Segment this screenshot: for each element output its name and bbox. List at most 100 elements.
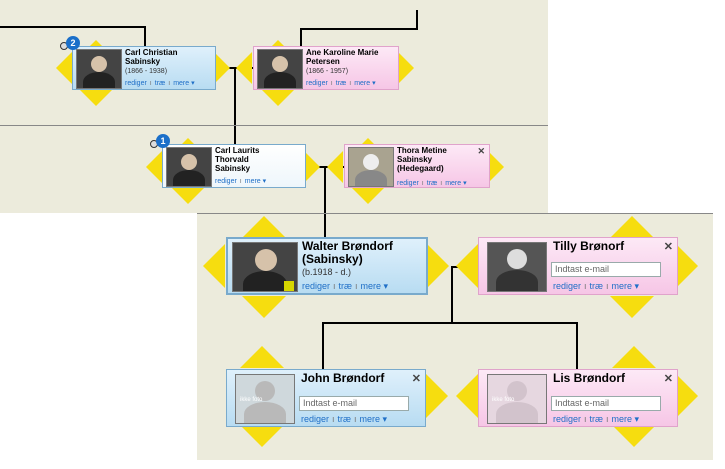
expand-right-arrow[interactable] xyxy=(488,151,504,183)
expand-up-arrow[interactable] xyxy=(240,346,284,368)
expand-right-arrow[interactable] xyxy=(676,244,698,288)
expand-right-arrow[interactable] xyxy=(214,52,230,84)
person-card-walter[interactable]: Walter Brøndorf (Sabinsky) (b.1918 - d.)… xyxy=(226,237,428,295)
tree-link[interactable]: træ xyxy=(337,414,352,424)
close-icon[interactable]: ✕ xyxy=(477,146,485,156)
connector-line xyxy=(144,26,146,46)
expand-down-arrow[interactable] xyxy=(80,90,112,106)
expand-left-arrow[interactable] xyxy=(203,244,225,288)
expand-left-arrow[interactable] xyxy=(456,244,478,288)
tree-link[interactable]: træ xyxy=(589,414,604,424)
edit-link[interactable]: rediger xyxy=(306,80,328,87)
person-card-lis[interactable]: ikke foto Lis Brøndorf ✕ Indtast e-mail … xyxy=(478,369,678,427)
connector-line xyxy=(0,26,145,28)
person-card-ane-karoline[interactable]: Ane Karoline Marie Petersen (1866 - 1957… xyxy=(253,46,399,90)
no-photo-label: ikke foto xyxy=(240,397,263,403)
expand-right-arrow[interactable] xyxy=(304,151,320,183)
more-menu-link[interactable]: mere ▾ xyxy=(244,178,267,185)
more-menu-link[interactable]: mere ▾ xyxy=(611,281,640,291)
expand-down-arrow[interactable] xyxy=(612,425,656,447)
expand-left-arrow[interactable] xyxy=(456,374,478,418)
person-photo xyxy=(348,147,394,187)
email-input[interactable]: Indtast e-mail xyxy=(551,262,661,277)
expand-right-arrow[interactable] xyxy=(676,374,698,418)
count-badge: 2 xyxy=(66,36,80,50)
edit-link[interactable]: rediger xyxy=(553,281,582,291)
edit-link[interactable]: rediger xyxy=(553,414,582,424)
connector-line xyxy=(324,166,326,238)
expand-right-arrow[interactable] xyxy=(426,374,448,418)
more-menu-link[interactable]: mere ▾ xyxy=(611,414,640,424)
more-menu-link[interactable]: mere ▾ xyxy=(359,414,388,424)
expand-down-arrow[interactable] xyxy=(172,188,204,204)
expand-up-arrow[interactable] xyxy=(242,216,286,238)
connector-line xyxy=(576,322,578,370)
person-photo-placeholder: ikke foto xyxy=(487,374,547,424)
more-menu-link[interactable]: mere ▾ xyxy=(445,180,467,187)
person-name: Thora Metine Sabinsky (Hedegaard) xyxy=(397,146,447,173)
connector-line xyxy=(322,322,578,324)
edit-link[interactable]: rediger xyxy=(125,80,147,87)
expand-down-arrow[interactable] xyxy=(610,296,654,318)
expand-up-arrow[interactable] xyxy=(612,346,656,368)
connector-line xyxy=(300,28,418,30)
edit-link[interactable]: rediger xyxy=(302,281,331,291)
more-menu-link[interactable]: mere ▾ xyxy=(173,80,195,87)
expand-right-arrow[interactable] xyxy=(427,244,449,288)
person-name: Lis Brøndorf xyxy=(553,371,625,385)
tree-link[interactable]: træ xyxy=(426,180,438,187)
person-photo xyxy=(487,242,547,292)
expand-up-arrow[interactable] xyxy=(610,216,654,238)
expand-left-arrow[interactable] xyxy=(56,52,72,84)
connector-line xyxy=(234,67,236,145)
person-photo xyxy=(76,49,122,89)
expand-down-arrow[interactable] xyxy=(240,425,284,447)
expand-left-arrow[interactable] xyxy=(146,151,162,183)
person-card-thora-metine[interactable]: Thora Metine Sabinsky (Hedegaard) ✕ redi… xyxy=(344,144,490,188)
tree-link[interactable]: træ xyxy=(338,281,353,291)
tree-link[interactable]: træ xyxy=(335,80,347,87)
person-name: John Brøndorf xyxy=(301,371,385,385)
tree-link[interactable]: træ xyxy=(154,80,166,87)
more-menu-link[interactable]: mere ▾ xyxy=(354,80,376,87)
person-name: Ane Karoline Marie Petersen xyxy=(306,48,379,66)
connector-line xyxy=(451,266,453,322)
person-name: Walter Brøndorf (Sabinsky) xyxy=(302,239,393,267)
tree-link[interactable]: træ xyxy=(589,281,604,291)
generation-divider xyxy=(197,213,713,214)
expand-down-arrow[interactable] xyxy=(242,296,286,318)
person-dates: (b.1918 - d.) xyxy=(302,267,352,277)
more-menu-link[interactable]: mere ▾ xyxy=(360,281,389,291)
person-photo xyxy=(166,147,212,187)
person-card-carl-christian[interactable]: Carl Christian Sabinsky (1866 - 1938) re… xyxy=(72,46,216,90)
person-card-john[interactable]: ikke foto John Brøndorf ✕ Indtast e-mail… xyxy=(226,369,426,427)
expand-down-arrow[interactable] xyxy=(352,188,384,204)
person-name: Carl Christian Sabinsky xyxy=(125,48,178,66)
expand-down-arrow[interactable] xyxy=(262,90,294,106)
edit-link[interactable]: rediger xyxy=(215,178,237,185)
close-icon[interactable]: ✕ xyxy=(663,241,673,253)
expand-left-arrow[interactable] xyxy=(327,151,343,183)
expand-left-arrow[interactable] xyxy=(236,52,252,84)
edit-link[interactable]: rediger xyxy=(397,180,419,187)
count-badge: 1 xyxy=(156,134,170,148)
connector-line xyxy=(416,10,418,30)
person-photo xyxy=(257,49,303,89)
email-input[interactable]: Indtast e-mail xyxy=(299,396,409,411)
edit-link[interactable]: rediger xyxy=(301,414,330,424)
close-icon[interactable]: ✕ xyxy=(411,373,421,385)
close-icon[interactable]: ✕ xyxy=(663,373,673,385)
person-dates: (1866 - 1938) xyxy=(125,68,168,75)
email-input[interactable]: Indtast e-mail xyxy=(551,396,661,411)
connector-line xyxy=(306,166,346,168)
expand-right-arrow[interactable] xyxy=(398,52,414,84)
